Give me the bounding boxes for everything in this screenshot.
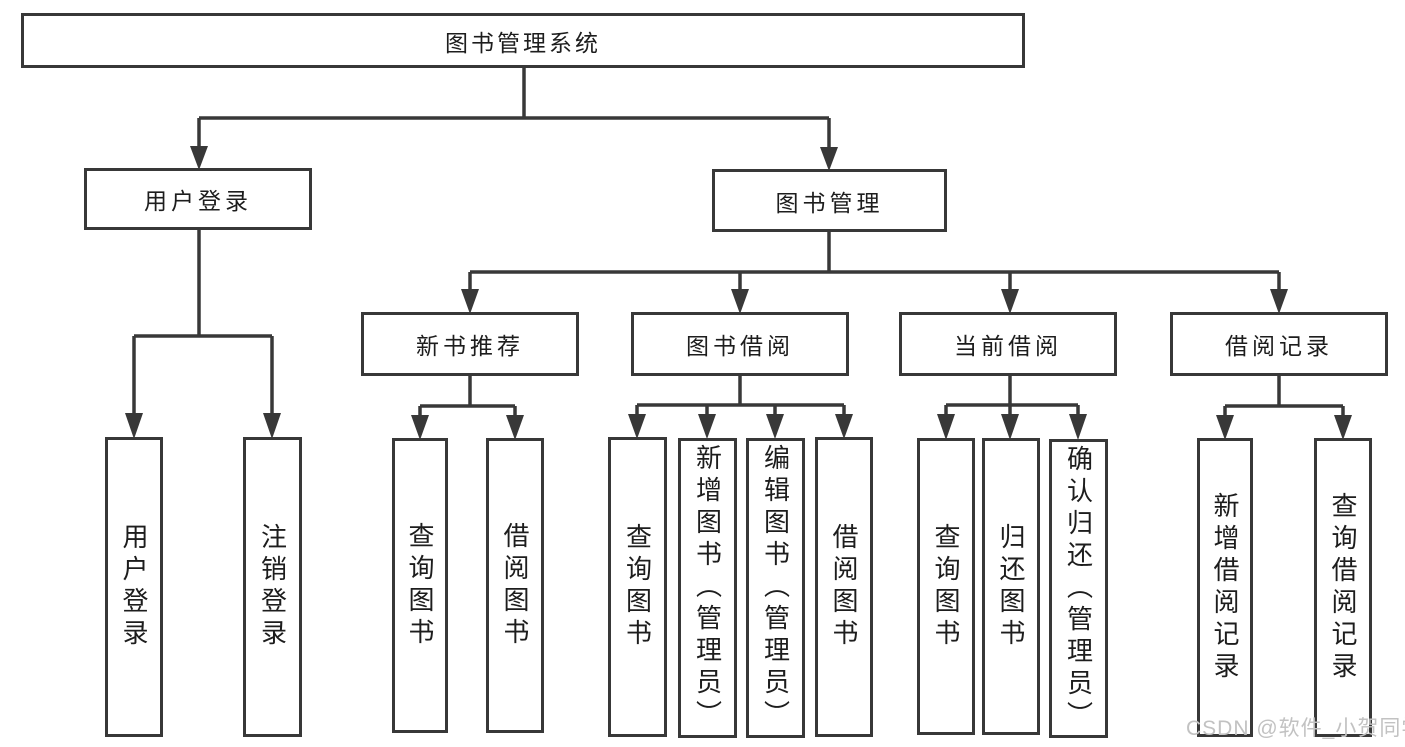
- node-book-borrowing: 图书借阅: [631, 312, 849, 376]
- edges-book-management: [461, 232, 1288, 314]
- node-leaf-cb-query-books: 查询图书: [917, 438, 975, 735]
- edges-book-borrowing: [628, 376, 853, 439]
- node-new-book-recommendation: 新书推荐: [361, 312, 579, 376]
- arrowhead: [125, 413, 143, 439]
- node-leaf-user-login: 用户登录: [105, 437, 163, 737]
- node-book-management: 图书管理: [712, 169, 947, 232]
- edges-new-book-recommendation: [411, 376, 524, 440]
- node-leaf-bb-borrow-books: 借阅图书: [815, 437, 873, 737]
- arrowhead: [1216, 415, 1234, 440]
- arrowhead: [263, 413, 281, 439]
- arrowhead: [1069, 414, 1087, 440]
- arrowhead: [461, 289, 479, 314]
- arrowhead: [698, 414, 716, 439]
- node-leaf-bb-query-books: 查询图书: [608, 437, 667, 737]
- edges-user-login: [125, 230, 281, 439]
- arrowhead: [1001, 289, 1019, 314]
- node-leaf-cb-confirm-return-admin: 确认归还（管理员）: [1049, 439, 1108, 738]
- arrowhead: [731, 289, 749, 314]
- arrowhead: [820, 147, 838, 171]
- arrowhead: [1001, 414, 1019, 440]
- arrowhead: [411, 415, 429, 440]
- node-leaf-logout: 注销登录: [243, 437, 302, 737]
- node-leaf-br-add-record: 新增借阅记录: [1197, 438, 1253, 737]
- node-leaf-bb-edit-books-admin: 编辑图书（管理员）: [746, 438, 805, 738]
- node-leaf-nr-borrow-books: 借阅图书: [486, 438, 544, 733]
- node-user-login: 用户登录: [84, 168, 312, 230]
- node-current-borrowing: 当前借阅: [899, 312, 1117, 376]
- csdn-watermark: CSDN @软件_小贺同学: [1186, 717, 1405, 740]
- node-leaf-br-query-record: 查询借阅记录: [1314, 438, 1372, 737]
- arrowhead: [766, 414, 784, 439]
- arrowhead: [835, 414, 853, 439]
- node-leaf-nr-query-books: 查询图书: [392, 438, 448, 733]
- node-leaf-cb-return-books: 归还图书: [982, 438, 1040, 735]
- arrowhead: [1270, 289, 1288, 314]
- node-borrowing-records: 借阅记录: [1170, 312, 1388, 376]
- edges-root: [190, 68, 838, 171]
- arrowhead: [506, 415, 524, 440]
- arrowhead: [190, 146, 208, 170]
- edges-current-borrowing: [937, 376, 1087, 440]
- arrowhead: [937, 414, 955, 440]
- node-root: 图书管理系统: [21, 13, 1025, 68]
- edges-borrowing-records: [1216, 376, 1352, 440]
- node-leaf-bb-add-books-admin: 新增图书（管理员）: [678, 438, 737, 738]
- arrowhead: [1334, 415, 1352, 440]
- arrowhead: [628, 414, 646, 439]
